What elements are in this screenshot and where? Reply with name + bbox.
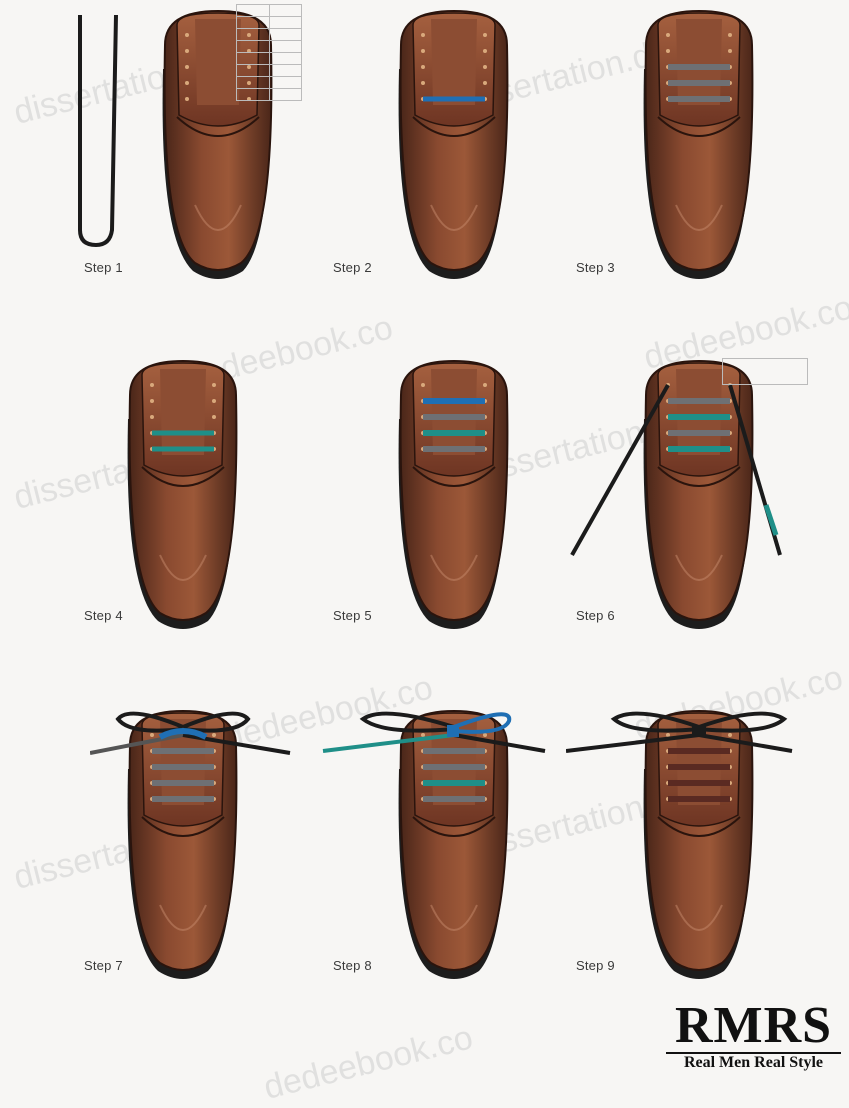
step-5-label: Step 5	[333, 608, 372, 623]
step-7-label: Step 7	[84, 958, 123, 973]
step-8-illustration	[283, 705, 566, 985]
rmrs-logo: RMRS Real Men Real Style	[666, 1002, 841, 1072]
step-6-label: Step 6	[576, 608, 615, 623]
step-2-illustration	[283, 5, 566, 285]
step-6-panel: Step 6	[566, 355, 849, 705]
logo-sub-text: Real Men Real Style	[666, 1052, 841, 1072]
step-9-illustration	[566, 705, 849, 985]
step-2-panel: Step 2	[283, 5, 566, 355]
step-8-label: Step 8	[333, 958, 372, 973]
step-2-label: Step 2	[333, 260, 372, 275]
step-8-panel: Step 8	[283, 705, 566, 1055]
lace-straight	[80, 15, 116, 245]
step-1-label: Step 1	[84, 260, 123, 275]
step-4-label: Step 4	[84, 608, 123, 623]
step-3-panel: Step 3	[566, 5, 849, 355]
step-9-label: Step 9	[576, 958, 615, 973]
step-6-illustration	[566, 355, 849, 635]
step-6-note	[722, 358, 808, 385]
step-3-illustration	[566, 5, 849, 285]
step-3-label: Step 3	[576, 260, 615, 275]
step-5-illustration	[283, 355, 566, 635]
step-5-panel: Step 5	[283, 355, 566, 705]
logo-main-text: RMRS	[666, 1002, 841, 1050]
